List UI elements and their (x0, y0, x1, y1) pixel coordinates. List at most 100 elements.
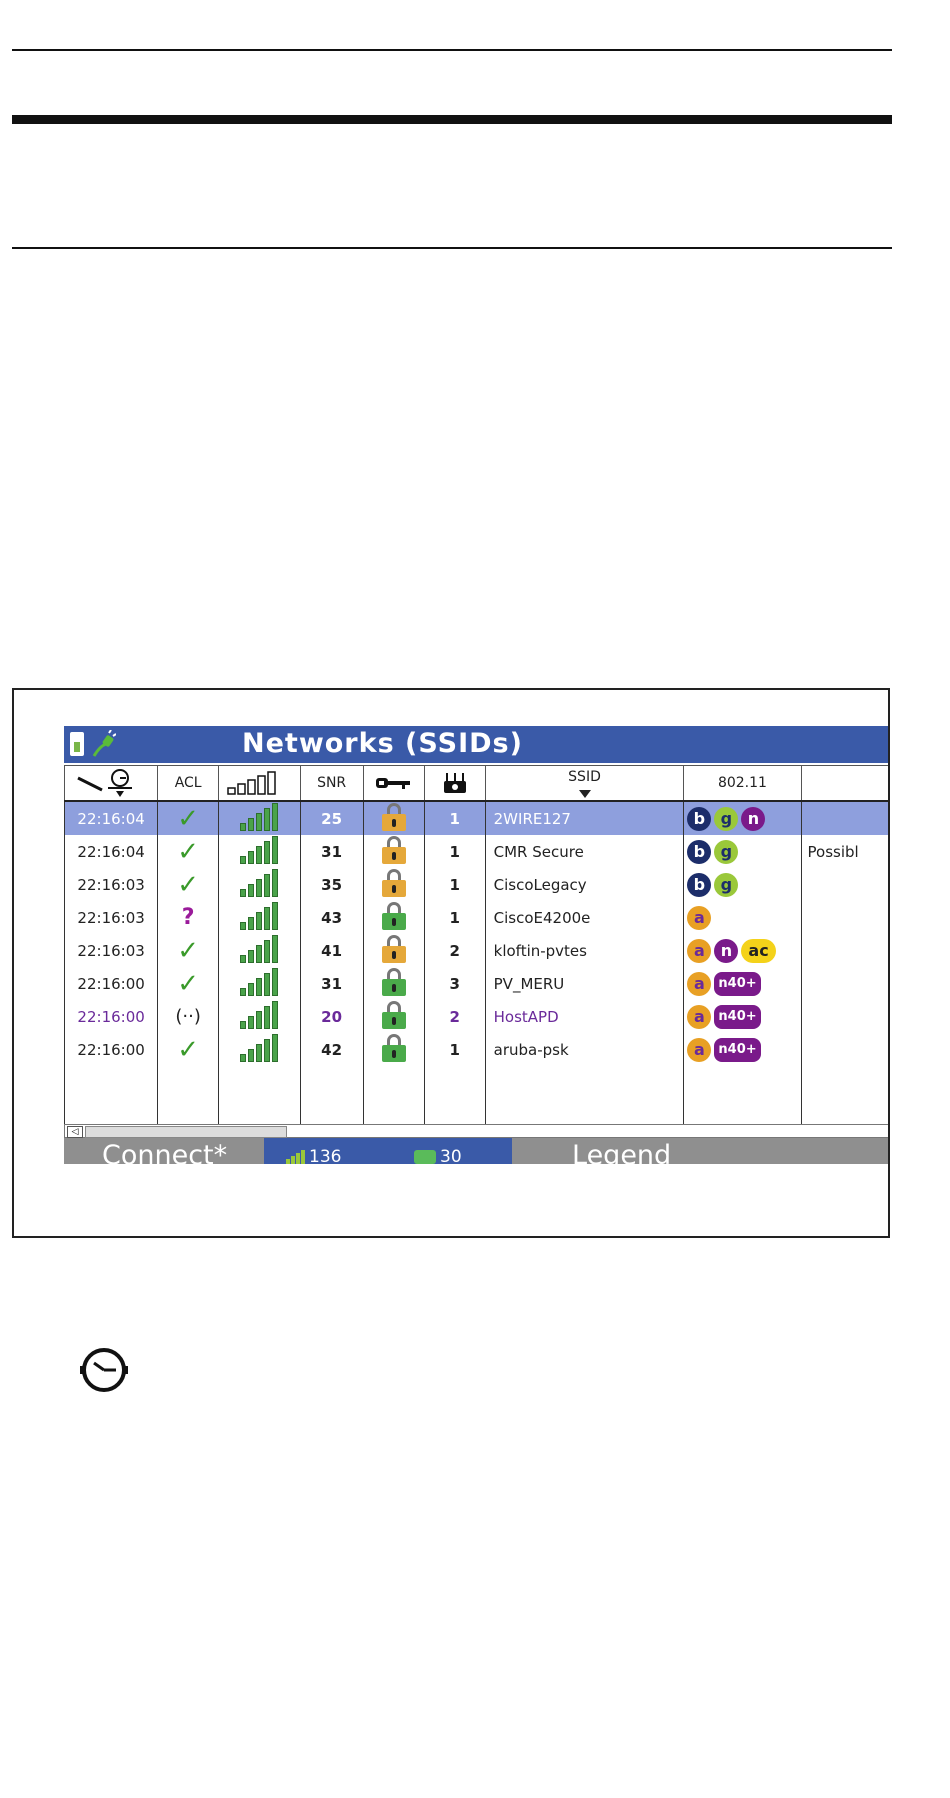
lock-icon (381, 901, 406, 930)
row-acl: ✓ (157, 868, 220, 901)
column-header-acl[interactable]: ACL (157, 765, 220, 802)
lock-icon (381, 934, 406, 963)
sort-down-icon (578, 790, 591, 798)
empty-cell (423, 1066, 486, 1126)
row-snr: 35 (299, 868, 364, 901)
empty-cell (218, 1066, 301, 1126)
network-stats: 136 30 (264, 1138, 512, 1164)
acl-check-icon: ✓ (177, 836, 200, 867)
row-note (800, 1033, 888, 1066)
legend-button[interactable]: Legend (572, 1140, 672, 1164)
acl-pending-icon: (··) (175, 1006, 201, 1027)
row-ssid: aruba-psk (484, 1033, 685, 1066)
row-ap-count: 1 (423, 835, 486, 868)
signal-bars-icon (240, 835, 279, 864)
row-note (800, 1000, 888, 1033)
signal-bars-icon (240, 967, 279, 996)
standard-badge: n (714, 938, 739, 963)
screenshot-frame: Networks (SSIDs) (12, 688, 890, 1238)
column-header-note[interactable] (800, 765, 888, 802)
signal-bars-icon (240, 934, 279, 963)
standard-badge: g (714, 839, 739, 864)
lock-icon (381, 967, 406, 996)
row-ssid: HostAPD (484, 1000, 685, 1033)
row-security (362, 868, 425, 901)
signal-bars-icon (286, 1149, 305, 1164)
title-bar: Networks (SSIDs) (64, 726, 888, 763)
top-thick-rule (12, 115, 892, 124)
row-ap-count: 1 (423, 801, 486, 835)
device-screen: Networks (SSIDs) (64, 726, 888, 1164)
bottom-bar: Connect* 136 30 Legend (64, 1138, 888, 1164)
column-header-ap[interactable] (423, 765, 486, 802)
column-header-signal[interactable] (218, 765, 301, 802)
empty-cell (362, 1066, 425, 1126)
row-security (362, 901, 425, 934)
row-time: 22:16:03 (64, 934, 159, 967)
acl-check-icon: ✓ (177, 1034, 200, 1065)
row-time: 22:16:00 (64, 1033, 159, 1066)
signal-bars-icon (240, 1033, 279, 1062)
column-header-time[interactable] (64, 765, 159, 802)
row-security (362, 801, 425, 835)
column-header-key[interactable] (362, 765, 425, 802)
acl-check-icon: ✓ (177, 803, 200, 834)
row-ap-count: 1 (423, 1033, 486, 1066)
acl-unknown-icon: ? (181, 905, 195, 930)
row-ssid: CiscoE4200e (484, 901, 685, 934)
standard-badge: b (687, 806, 712, 831)
standard-badge: a (687, 905, 712, 930)
top-thin-rule (12, 49, 892, 51)
lock-icon (381, 1000, 406, 1029)
column-header-snr[interactable]: SNR (299, 765, 364, 802)
row-security (362, 967, 425, 1000)
empty-cell (683, 1066, 802, 1126)
empty-cell (64, 1066, 159, 1126)
column-header-ssid[interactable]: SSID (484, 765, 685, 802)
row-snr: 31 (299, 835, 364, 868)
row-acl: (··) (157, 1000, 220, 1033)
row-security (362, 835, 425, 868)
client-device-icon (414, 1150, 436, 1164)
connect-button[interactable]: Connect* (102, 1140, 228, 1164)
row-ssid: CMR Secure (484, 835, 685, 868)
standard-badge: n40+ (714, 971, 761, 996)
row-time: 22:16:04 (64, 835, 159, 868)
signal-bars-icon (240, 868, 279, 897)
top-second-thin-rule (12, 247, 892, 249)
ssid-header-label: SSID (568, 769, 601, 785)
horizontal-scrollbar[interactable]: ◁ (64, 1124, 888, 1138)
row-snr: 25 (299, 801, 364, 835)
signal-bars-icon (240, 901, 279, 930)
scroll-left-icon[interactable]: ◁ (67, 1126, 83, 1138)
battery-icon (70, 732, 84, 756)
row-ap-count: 2 (423, 934, 486, 967)
ap-count-value: 136 (309, 1147, 342, 1164)
standard-badge: a (687, 938, 712, 963)
row-ap-count: 1 (423, 901, 486, 934)
row-acl: ✓ (157, 967, 220, 1000)
row-signal (218, 1000, 301, 1033)
standard-badge: a (687, 971, 712, 996)
standard-badge: g (714, 872, 739, 897)
row-note (800, 801, 888, 835)
row-security (362, 934, 425, 967)
standard-badge: g (714, 806, 739, 831)
column-header-802-11[interactable]: 802.11 (683, 765, 802, 802)
row-acl: ✓ (157, 835, 220, 868)
row-security (362, 1000, 425, 1033)
empty-cell (157, 1066, 220, 1126)
row-note (800, 868, 888, 901)
scrollbar-thumb[interactable] (85, 1126, 287, 1138)
